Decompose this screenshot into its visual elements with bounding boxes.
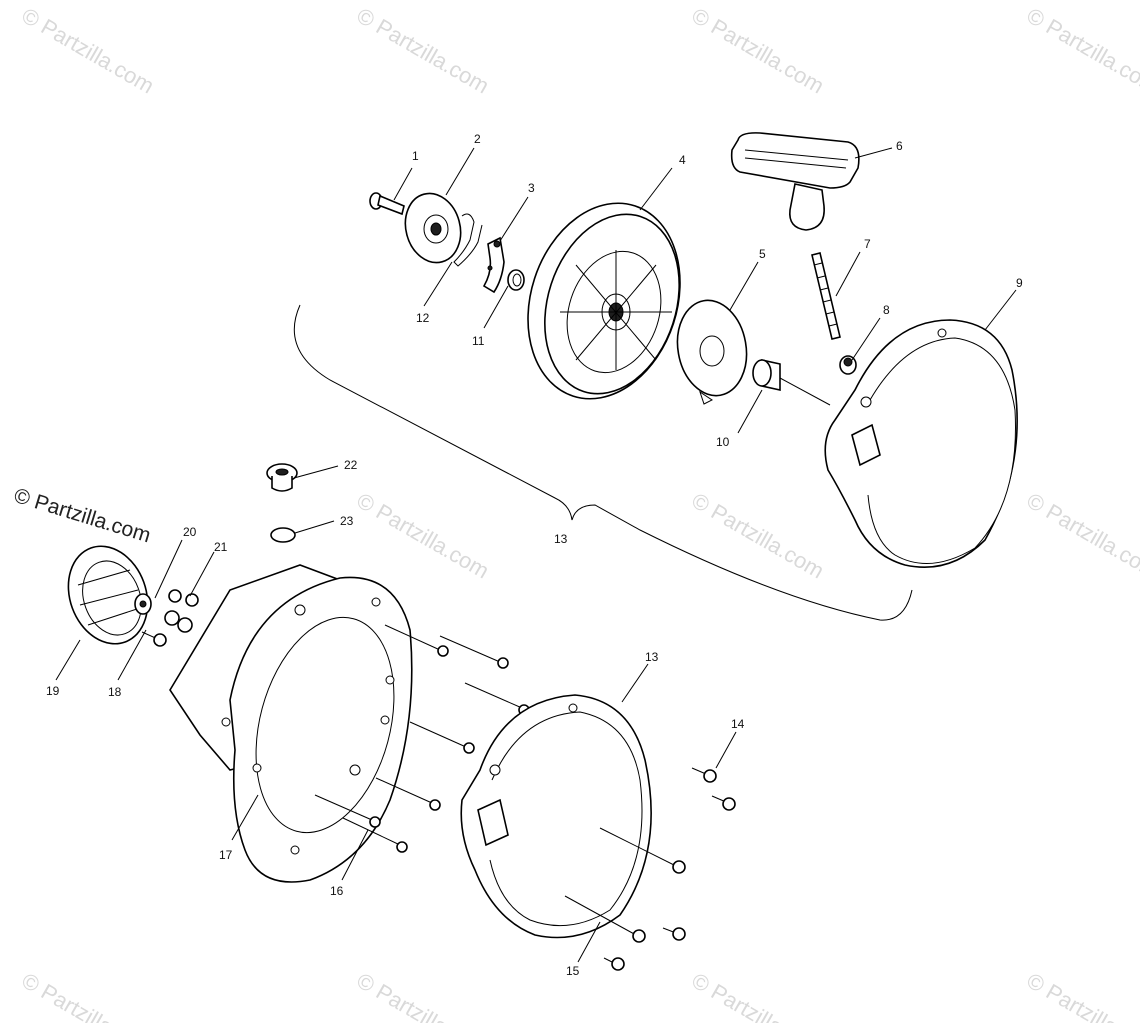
part-3-pawl-hole: [487, 265, 493, 271]
part-20-washer: [134, 593, 152, 615]
part-17-adapter-housing: [169, 564, 413, 883]
watermark-text: © Partzilla.com: [688, 488, 829, 584]
callout-9: 9: [1016, 276, 1023, 290]
callout-lines: [55, 147, 1017, 963]
callout-14: 14: [731, 717, 745, 731]
callout-12: 12: [416, 311, 430, 325]
part-8-grommet: [839, 355, 857, 375]
watermark-text: © Partzilla.com: [1023, 488, 1140, 584]
part-21-nut: [164, 589, 199, 633]
watermark-text: © Partzilla.com: [353, 968, 494, 1023]
callout-7: 7: [864, 237, 871, 251]
callout-labels: 1 2 3 4 5 6 7 8 9 10 11 12 13 13 14 15 1…: [46, 132, 1023, 978]
part-3-pawl-hole: [493, 240, 501, 248]
watermark-text: © Partzilla.com: [688, 3, 829, 99]
part-10-bushing: [752, 359, 831, 406]
part-13-recoil-housing: [460, 694, 652, 939]
callout-8: 8: [883, 303, 890, 317]
part-5-spring-cover: [676, 299, 748, 405]
callout-19: 19: [46, 684, 60, 698]
callout-11: 11: [472, 334, 485, 348]
callout-23: 23: [340, 514, 354, 528]
callout-21: 21: [214, 540, 228, 554]
part-9-recoil-housing: [824, 319, 1018, 568]
part-18-bolt: [141, 631, 167, 647]
part-3-pawl: [482, 236, 505, 294]
part-12-spring: [453, 213, 483, 267]
callout-4: 4: [679, 153, 686, 167]
callout-20: 20: [183, 525, 197, 539]
callout-2: 2: [474, 132, 481, 146]
part-4-pulley: [527, 202, 681, 400]
callout-18: 18: [108, 685, 122, 699]
callout-1: 1: [412, 149, 419, 163]
part-22-grommet: [266, 463, 298, 492]
part-1-bolt: [369, 192, 405, 216]
callout-16: 16: [330, 884, 344, 898]
callout-15: 15: [566, 964, 580, 978]
watermark-text: © Partzilla.com: [353, 3, 494, 99]
assembly-bracket: [293, 304, 913, 621]
part-19-starter-cup: [67, 545, 149, 645]
part-15-bolt: [564, 827, 686, 971]
callout-13: 13: [554, 532, 568, 546]
watermark-text: © Partzilla.com: [18, 968, 159, 1023]
part-2-cam-plate: [404, 192, 462, 264]
watermark-text: © Partzilla.com: [1023, 3, 1140, 99]
callout-22: 22: [344, 458, 358, 472]
callout-13-lower: 13: [645, 650, 659, 664]
watermark-text: © Partzilla.com: [688, 968, 829, 1023]
callout-17: 17: [219, 848, 233, 862]
part-23-o-ring: [270, 527, 296, 543]
callout-5: 5: [759, 247, 766, 261]
watermark-text: © Partzilla.com: [18, 3, 159, 99]
part-16-long-bolt: [314, 624, 530, 853]
part-14-screw: [691, 767, 736, 811]
watermark-text: © Partzilla.com: [1023, 968, 1140, 1023]
part-7-rope: [811, 252, 841, 340]
watermark-text: © Partzilla.com: [353, 488, 494, 584]
callout-10: 10: [716, 435, 730, 449]
part-6-handle: [730, 132, 860, 231]
callout-6: 6: [896, 139, 903, 153]
part-11-ring-hole: [512, 273, 522, 287]
callout-3: 3: [528, 181, 535, 195]
